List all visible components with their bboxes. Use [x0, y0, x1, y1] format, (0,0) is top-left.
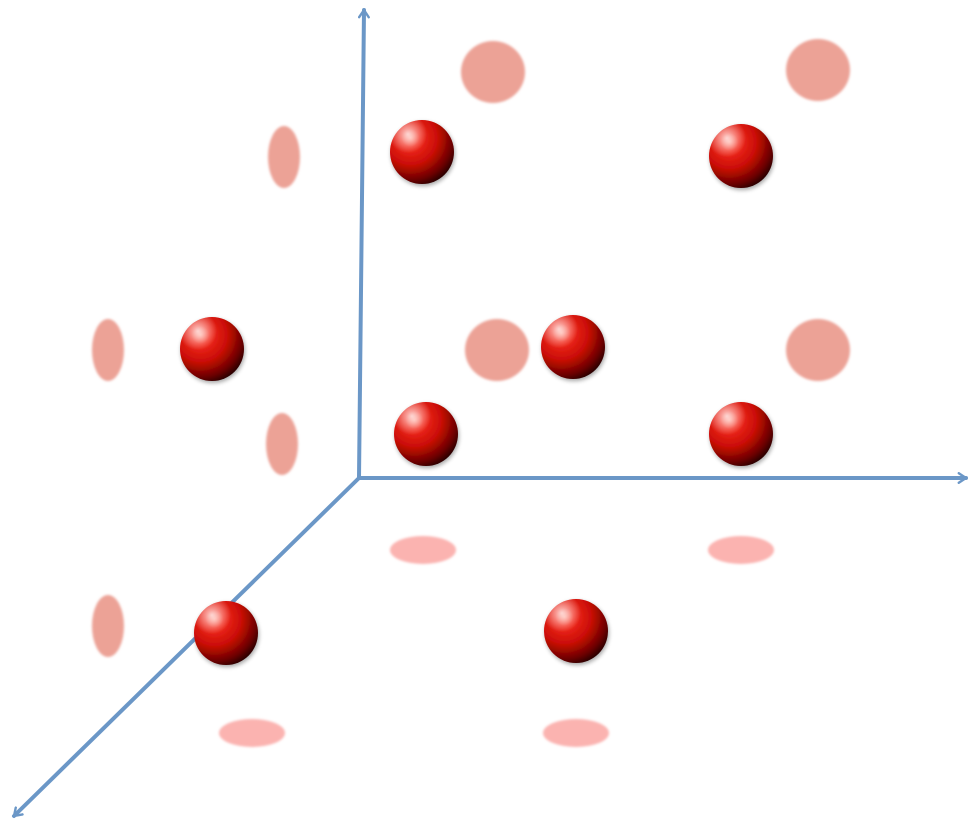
- atom-front-bottom-right: [544, 599, 608, 663]
- side-wall-projection-middle-outer: [92, 319, 124, 381]
- side-wall-projection-middle-inner: [266, 413, 298, 475]
- back-wall-projection-middle-right: [786, 319, 850, 381]
- back-wall-projection-top-left: [461, 41, 525, 103]
- depth-axis: [12, 476, 361, 818]
- atom-back-top-right: [709, 124, 773, 188]
- atom-back-bottom-left: [394, 402, 458, 466]
- atom-center: [541, 315, 605, 379]
- atom-back-top-left: [390, 120, 454, 184]
- atoms: [180, 120, 773, 665]
- atom-back-bottom-right: [709, 402, 773, 466]
- back-wall-projections: [461, 39, 850, 381]
- side-wall-projection-lower: [92, 595, 124, 657]
- atom-front-bottom-left: [194, 601, 258, 665]
- side-wall-projections: [92, 126, 300, 657]
- floor-projection-back-left: [390, 536, 456, 564]
- atom-left-face-center: [180, 317, 244, 381]
- back-wall-projection-top-right: [786, 39, 850, 101]
- floor-projections: [219, 536, 774, 747]
- side-wall-projection-upper: [268, 126, 300, 188]
- coordinate-axes: [12, 8, 968, 818]
- back-wall-projection-middle-left: [465, 319, 529, 381]
- floor-projection-back-right: [708, 536, 774, 564]
- floor-projection-front-left: [219, 719, 285, 747]
- floor-projection-front-right: [543, 719, 609, 747]
- vertical-axis: [357, 8, 370, 480]
